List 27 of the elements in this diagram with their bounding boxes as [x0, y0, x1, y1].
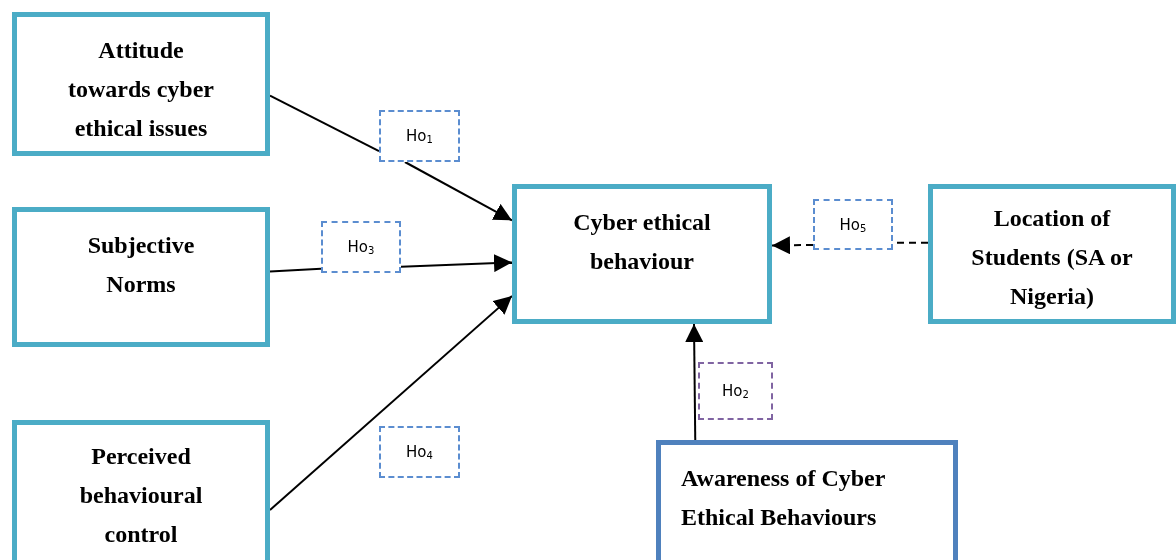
arrow [403, 161, 513, 222]
concept-box [12, 207, 270, 347]
concept-label: Subjective Norms [86, 231, 196, 299]
concept-label: Perceived behavioural control [78, 442, 204, 549]
concept-box [656, 440, 958, 560]
arrow [685, 323, 704, 441]
hypothesis-label: Ho$_{5}$ [839, 215, 867, 234]
hypothesis-box [813, 199, 893, 250]
concept-label: Location of Students (SA or Nigeria) [970, 204, 1134, 311]
arrow [269, 295, 513, 511]
hypothesis-box [698, 362, 773, 420]
hypothesis-box [379, 426, 460, 478]
concept-label: Cyber ethical behaviour [572, 208, 712, 276]
concept-box [12, 12, 270, 156]
hypothesis-label: Ho$_{4}$ [406, 443, 433, 461]
hypothesis-label: Ho$_{2}$ [722, 382, 749, 400]
arrow [771, 236, 814, 255]
concept-box [928, 184, 1176, 324]
concept-label: Awareness of Cyber Ethical Behaviours [681, 464, 886, 532]
hypothesis-label: Ho$_{3}$ [347, 238, 375, 256]
hypothesis-box [379, 110, 460, 162]
concept-label: Attitude towards cyber ethical issues [67, 36, 215, 143]
arrow [400, 254, 513, 273]
concept-box [512, 184, 772, 324]
concept-box [12, 420, 270, 560]
hypothesis-box [321, 221, 401, 273]
hypothesis-label: Ho$_{1}$ [406, 127, 433, 145]
